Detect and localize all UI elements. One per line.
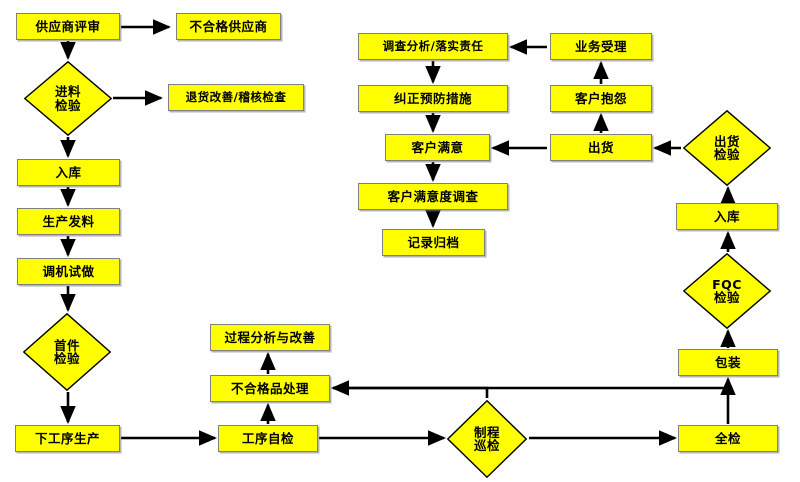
- node-process_analysis[interactable]: 过程分析与改善: [210, 324, 330, 351]
- node-warehouse_in_left[interactable]: 入库: [17, 159, 120, 186]
- node-business_accept[interactable]: 业务受理: [550, 33, 652, 60]
- node-label-packaging: 包装: [714, 354, 741, 370]
- node-customer_satisfy[interactable]: 客户满意: [385, 134, 490, 161]
- connector-process_patrol-to-nonconform_handle: [330, 380, 489, 398]
- node-label-business_accept: 业务受理: [574, 38, 627, 54]
- node-unqualified_sup[interactable]: 不合格供应商: [176, 13, 281, 40]
- node-shipment_insp[interactable]: 出货 检验: [683, 110, 771, 186]
- node-label-next_process: 下工序生产: [34, 430, 100, 446]
- node-label-fqc_inspection: FQC 检验: [712, 276, 742, 305]
- node-label-warehouse_in_left: 入库: [55, 164, 82, 180]
- node-label-return_improve: 退货改善/稽核检查: [185, 90, 287, 105]
- node-production_issue[interactable]: 生产发料: [17, 208, 120, 235]
- node-nonconform_handle[interactable]: 不合格品处理: [210, 375, 330, 402]
- diamond-shape-process_patrol: [447, 400, 527, 478]
- node-label-production_issue: 生产发料: [42, 213, 95, 229]
- diamond-shape-first_article: [23, 313, 111, 391]
- diamond-shape-shipment_insp: [683, 110, 771, 186]
- node-self_inspection[interactable]: 工序自检: [218, 425, 318, 452]
- node-label-record_archive: 记录归档: [407, 234, 460, 250]
- node-investigate[interactable]: 调查分析/落实责任: [358, 33, 508, 60]
- node-return_improve[interactable]: 退货改善/稽核检查: [168, 84, 304, 111]
- node-packaging[interactable]: 包装: [678, 349, 778, 376]
- diamond-shape-incoming_insp: [24, 61, 112, 136]
- node-label-nonconform_handle: 不合格品处理: [230, 380, 309, 396]
- node-label-process_patrol: 制程 巡检: [473, 424, 500, 453]
- node-customer_complaint[interactable]: 客户抱怨: [550, 85, 652, 112]
- node-label-machine_trial: 调机试做: [42, 263, 95, 279]
- node-record_archive[interactable]: 记录归档: [382, 229, 485, 256]
- node-supplier_review[interactable]: 供应商评审: [16, 13, 120, 40]
- node-full_inspection[interactable]: 全检: [678, 425, 778, 452]
- node-corrective_action[interactable]: 纠正预防措施: [358, 85, 508, 112]
- node-label-shipment: 出货: [587, 139, 614, 155]
- node-incoming_insp[interactable]: 进料 检验: [24, 61, 112, 136]
- diamond-shape-fqc_inspection: [683, 253, 771, 329]
- node-shipment[interactable]: 出货: [550, 134, 652, 161]
- node-label-satisfy_survey: 客户满意度调查: [387, 188, 479, 204]
- node-label-incoming_insp: 进料 检验: [54, 84, 81, 113]
- node-label-customer_satisfy: 客户满意: [411, 139, 464, 155]
- node-label-first_article: 首件 检验: [53, 337, 80, 366]
- node-label-shipment_insp: 出货 检验: [713, 133, 740, 162]
- node-label-supplier_review: 供应商评审: [35, 18, 101, 34]
- node-warehouse_in_right[interactable]: 入库: [676, 203, 778, 230]
- node-fqc_inspection[interactable]: FQC 检验: [683, 253, 771, 329]
- node-process_patrol[interactable]: 制程 巡检: [447, 400, 527, 478]
- node-machine_trial[interactable]: 调机试做: [17, 258, 120, 285]
- node-satisfy_survey[interactable]: 客户满意度调查: [358, 183, 508, 210]
- node-label-process_analysis: 过程分析与改善: [224, 329, 316, 345]
- node-label-investigate: 调查分析/落实责任: [382, 39, 484, 54]
- node-label-corrective_action: 纠正预防措施: [393, 90, 472, 106]
- node-label-self_inspection: 工序自检: [241, 430, 294, 446]
- node-label-customer_complaint: 客户抱怨: [574, 90, 627, 106]
- node-first_article[interactable]: 首件 检验: [23, 313, 111, 391]
- node-label-unqualified_sup: 不合格供应商: [189, 18, 268, 34]
- node-label-warehouse_in_right: 入库: [713, 208, 740, 224]
- node-next_process[interactable]: 下工序生产: [15, 425, 120, 452]
- node-label-full_inspection: 全检: [714, 430, 741, 446]
